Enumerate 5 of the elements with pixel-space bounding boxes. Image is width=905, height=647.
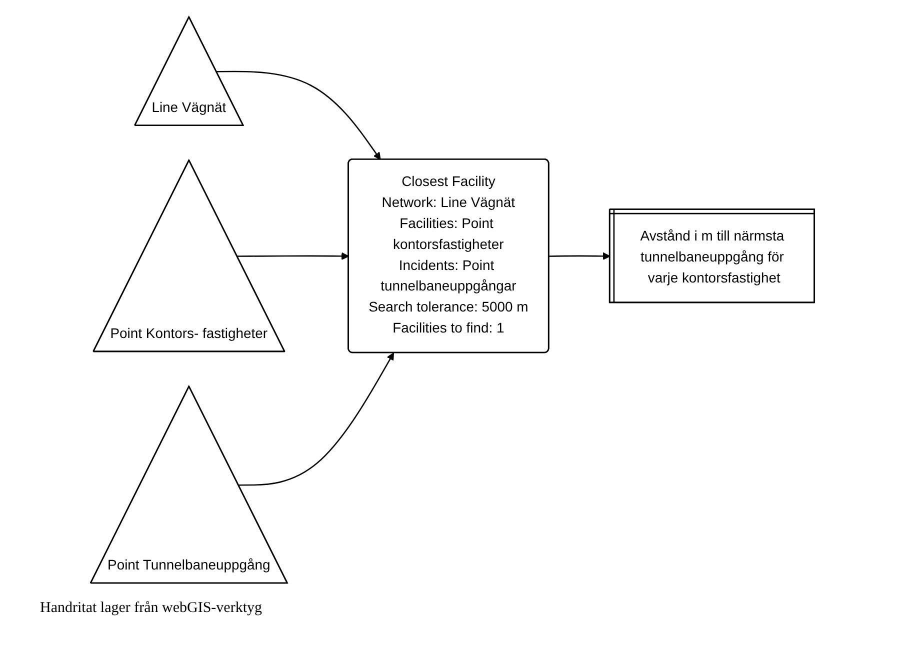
note-text: Handritat lager från webGIS-verktyg xyxy=(40,600,262,617)
arrow xyxy=(216,70,381,160)
arrow xyxy=(237,252,350,260)
arrow xyxy=(238,352,394,486)
arrow xyxy=(549,252,610,260)
